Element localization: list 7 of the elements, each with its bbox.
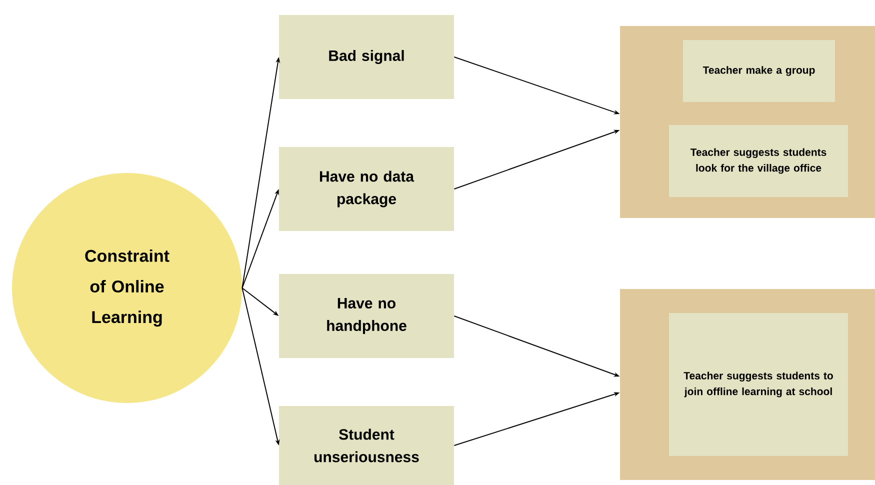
cause-box: Have no handphone <box>279 274 454 358</box>
solution-box: Teacher make a group <box>683 40 835 102</box>
solution-box: Teacher suggests students look for the village office <box>669 125 848 197</box>
cause-box: Bad signal <box>279 15 454 99</box>
solution-box: Teacher suggests students to join offline learning at school <box>669 313 848 456</box>
cause-box: Student unseriousness <box>279 406 454 485</box>
cause-box: Have no data package <box>279 147 454 231</box>
